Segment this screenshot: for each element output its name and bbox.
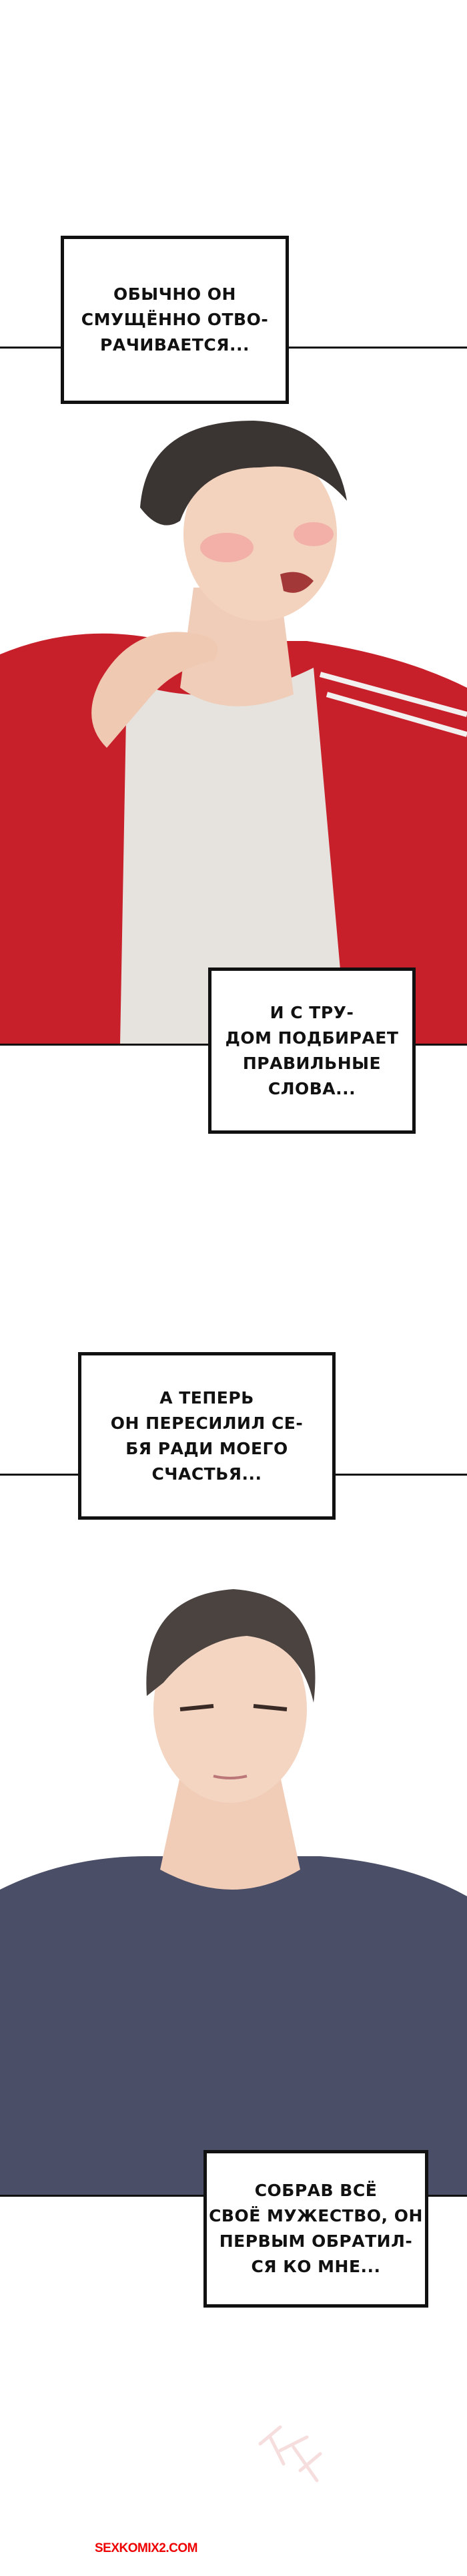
site-watermark: SEXKOMIX2.COM — [95, 2541, 197, 2555]
white-shirt — [120, 668, 347, 1045]
narration-text-2: И С ТРУ- ДОМ ПОДБИРАЕТ ПРАВИЛЬНЫЕ СЛОВА.… — [225, 1002, 399, 1098]
hair — [146, 1589, 316, 1703]
jacket-stripes — [319, 672, 467, 737]
narration-text-4: СОБРАВ ВСЁ СВОЁ МУЖЕСТВО, ОН ПЕРВЫМ ОБРА… — [209, 2181, 423, 2276]
blush-cheek-right — [294, 522, 334, 546]
panel-2-illustration — [0, 1589, 467, 2197]
eyes — [179, 1704, 288, 1711]
neck — [160, 1776, 300, 1890]
blush-cheek — [200, 533, 254, 562]
open-mouth — [280, 572, 314, 593]
face — [153, 1616, 307, 1803]
narration-box-1: ОБЫЧНО ОН СМУЩЁННО ОТВО- РАЧИВАЕТСЯ... — [61, 236, 289, 404]
hair — [140, 421, 347, 525]
narration-box-4: СОБРАВ ВСЁ СВОЁ МУЖЕСТВО, ОН ПЕРВЫМ ОБРА… — [203, 2150, 428, 2308]
raised-hand — [91, 632, 218, 748]
narration-box-2: И С ТРУ- ДОМ ПОДБИРАЕТ ПРАВИЛЬНЫЕ СЛОВА.… — [208, 968, 416, 1134]
navy-shirt — [0, 1856, 467, 2197]
narration-text-1: ОБЫЧНО ОН СМУЩЁННО ОТВО- РАЧИВАЕТСЯ... — [81, 284, 269, 355]
panel-1-illustration — [0, 421, 467, 1045]
mouth — [213, 1775, 248, 1779]
narration-box-3: А ТЕПЕРЬ ОН ПЕРЕСИЛИЛ СЕ- БЯ РАДИ МОЕГО … — [78, 1352, 336, 1520]
faint-watermark-glyphs — [258, 2425, 322, 2483]
narration-text-3: А ТЕПЕРЬ ОН ПЕРЕСИЛИЛ СЕ- БЯ РАДИ МОЕГО … — [110, 1387, 304, 1484]
